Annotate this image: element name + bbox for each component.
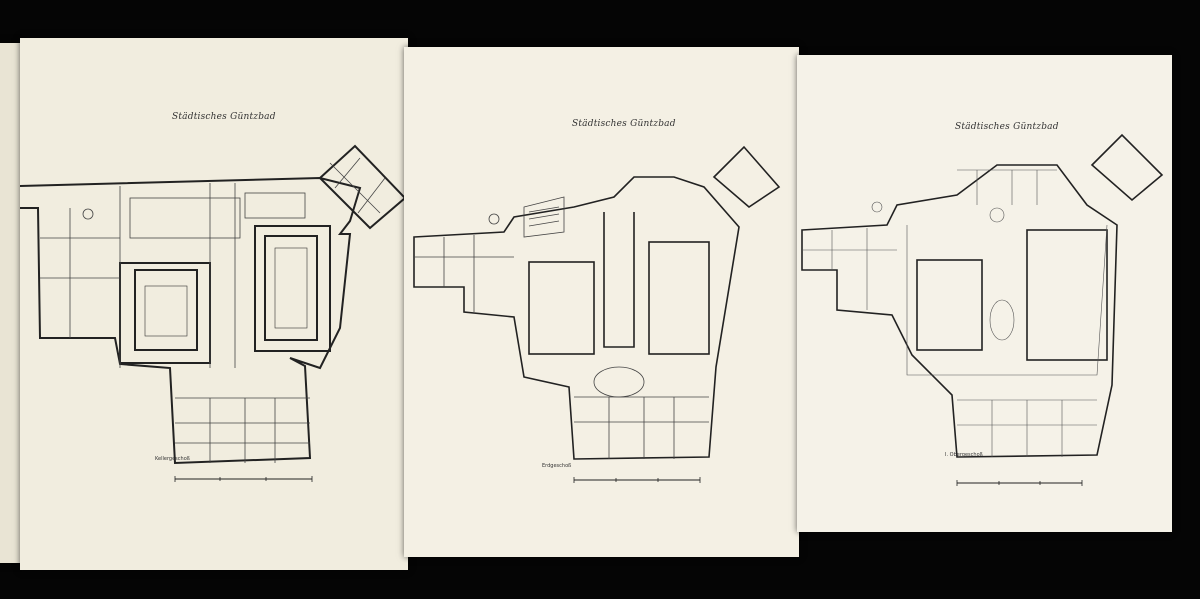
sheet-title: Städtisches Güntzbad: [172, 112, 276, 122]
floor-plan-first-floor: [801, 133, 1164, 486]
sheet-title: Städtisches Güntzbad: [955, 122, 1059, 132]
folded-page-edge: [0, 43, 22, 563]
sheet-first-floor: Städtisches Güntzbad: [797, 55, 1172, 532]
sheet-caption: Erdgeschoß: [542, 463, 572, 469]
sheet-caption: I. Obergeschoß: [945, 452, 983, 458]
sheet-caption: Kellergeschoß: [155, 456, 190, 462]
floor-plan-basement: [20, 144, 407, 482]
sheet-ground-floor: Städtisches Güntzbad: [404, 47, 799, 557]
floor-plan-ground-floor: [413, 145, 781, 483]
sheet-title: Städtisches Güntzbad: [572, 119, 676, 129]
sheet-basement: Städtisches Güntzbad: [20, 38, 408, 570]
